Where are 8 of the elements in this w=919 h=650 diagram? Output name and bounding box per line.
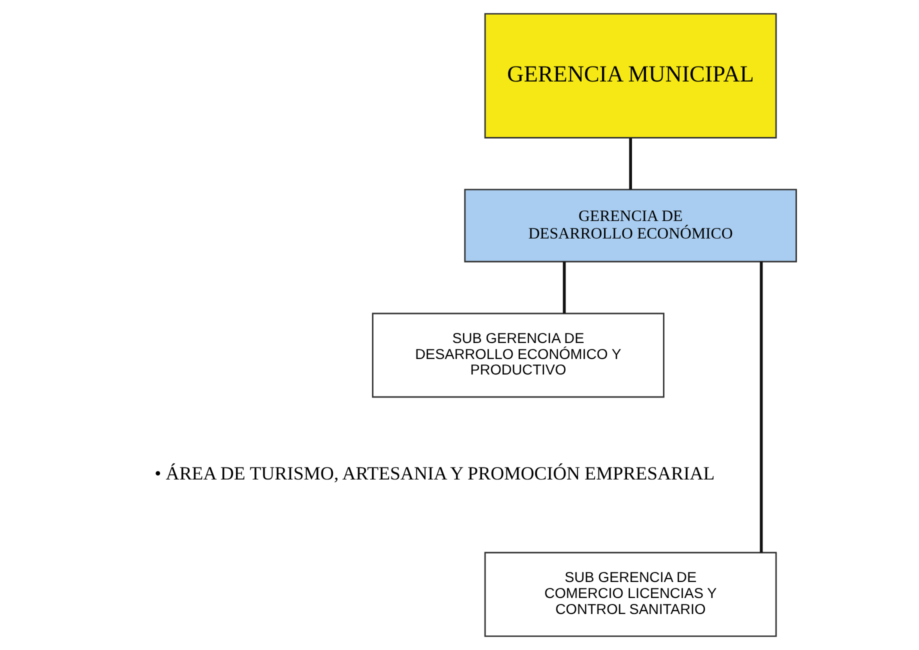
node-box: SUB GERENCIA DE DESARROLLO ECONÓMICO Y PRODUCTIVO: [372, 312, 664, 398]
node-box: SUB GERENCIA DE COMERCIO LICENCIAS Y CONTROL SANITARIO: [484, 552, 777, 637]
connector: [629, 138, 632, 190]
node-box: GERENCIA MUNICIPAL: [484, 13, 777, 138]
connector: [562, 262, 566, 314]
label: • ÁREA DE TURISMO, ARTESANIA Y PROMOCIÓN EMPRESARIAL: [154, 464, 715, 485]
connector: [760, 262, 763, 553]
node-box: GERENCIA DE DESARROLLO ECONÓMICO: [464, 188, 797, 262]
